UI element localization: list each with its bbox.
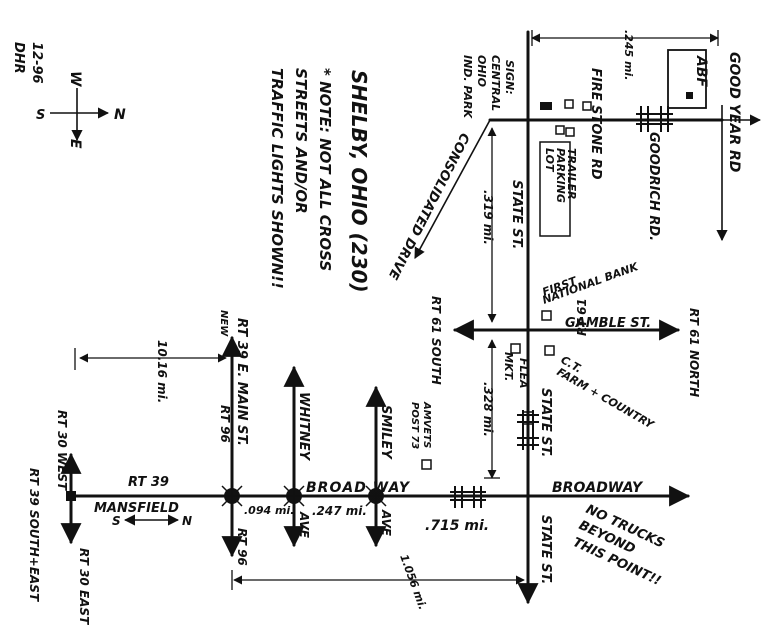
trailer-line-3: LOT [543, 148, 556, 173]
label-state-st-north: STATE ST. [509, 180, 524, 249]
sign-marker [540, 102, 552, 110]
consolidated-drive-road [414, 119, 491, 259]
label-smiley: SMILEY [378, 405, 393, 460]
compass-s: S [36, 108, 45, 123]
traffic-light-main [220, 484, 244, 508]
distance-328: .328 mi. [481, 382, 495, 437]
compass: N W E S [36, 71, 126, 149]
label-new: NEW [218, 310, 229, 337]
distance-labels: .245 mi. .319 mi. .328 mi. 10.16 mi. .09… [155, 30, 635, 612]
distance-094: .094 mi. [244, 504, 294, 517]
rt30-junction-marker [66, 491, 76, 501]
label-mansfield-n: N [182, 514, 192, 528]
abf-label: ABF [693, 55, 709, 88]
landmark-shapes [421, 49, 707, 470]
abf-square [686, 92, 693, 99]
railroad-crossing-broadway [450, 486, 486, 508]
label-rt96-upper: RT 96 [218, 405, 232, 443]
abf-box [667, 49, 707, 109]
distance-715: .715 mi. [425, 518, 489, 534]
distance-1056: 1.056 mi. [397, 553, 429, 612]
label-mansfield: MANSFIELD [94, 501, 179, 516]
note-line-1: * NOTE: NOT ALL CROSS [316, 68, 334, 271]
label-rt30-west: RT 30 WEST [55, 410, 69, 491]
distance-245: .245 mi. [622, 30, 635, 80]
trailer-line-2: PARKING [554, 148, 567, 203]
bank-bldg [541, 310, 552, 321]
label-goodrich-rd: GOODRICH RD. [646, 132, 661, 241]
sign-line-1: SIGN: [503, 60, 516, 95]
label-broadway: BROADWAY [552, 480, 644, 496]
label-rt39-main-st: RT 39 E. MAIN ST. [234, 318, 249, 446]
landmark-labels: SIGN: CENTRAL OHIO IND. PARK ABF TRAILER… [409, 55, 709, 589]
label-rt61-north: RT 61 NORTH [687, 308, 701, 397]
label-broad-way: BROAD WAY [306, 480, 411, 496]
sign-line-3: OHIO [475, 55, 488, 87]
note-line-3: TRAFFIC LIGHTS SHOWN!! [268, 68, 286, 289]
label-rt61-gamble: RT 61 [575, 298, 589, 336]
author-date: 12-96 [29, 42, 44, 84]
amvets-line-2: POST 73 [409, 402, 420, 449]
trailer-parking-box [539, 141, 571, 237]
traffic-lights [66, 484, 388, 508]
measurements [74, 30, 719, 590]
distance-1016: 10.16 mi. [155, 340, 169, 403]
distance-247: .247 mi. [312, 504, 367, 518]
traffic-light-whitney [282, 484, 306, 508]
traffic-light-smiley [364, 484, 388, 508]
label-consolidated-drive: CONSOLIDATED DRIVE [385, 130, 472, 281]
label-gamble-st: GAMBLE ST. [565, 316, 651, 331]
label-rt30-east: RT 30 EAST [77, 548, 91, 625]
distance-319: .319 mi. [481, 190, 495, 245]
label-good-year-rd: GOOD YEAR RD [726, 52, 742, 172]
compass-e: E [67, 139, 83, 149]
flea-line-1: FLEA [517, 358, 530, 389]
bldg-1 [564, 99, 574, 109]
label-rt39: RT 39 [128, 475, 169, 490]
railroad-crossings [450, 106, 673, 508]
author-initials: DHR [11, 42, 26, 74]
bldg-3 [565, 127, 575, 137]
label-rt39-south-east: RT 39 SOUTH+EAST [27, 468, 41, 602]
label-whitney: WHITNEY [296, 392, 311, 462]
map-title: SHELBY, OHIO (230) [347, 70, 371, 293]
sign-line-4: IND. PARK [461, 55, 474, 119]
label-state-st-middle: STATE ST. [538, 388, 553, 457]
roads [60, 30, 762, 605]
amvets-bldg [421, 459, 432, 470]
state-st-bldg [522, 411, 534, 425]
label-rt96-lower: RT 96 [235, 528, 249, 566]
note: * NOTE: NOT ALL CROSS STREETS AND/OR TRA… [268, 68, 334, 289]
compass-n: N [114, 107, 126, 123]
label-fire-stone-rd: FIRE STONE RD [588, 68, 603, 180]
flea-line-2: MKT. [502, 352, 515, 381]
amvets-line-1: AMVETS [421, 401, 432, 448]
trailer-line-1: TRAILER [565, 148, 578, 200]
railroad-crossing-goodyear [636, 106, 673, 132]
label-mansfield-s: S [112, 514, 121, 528]
bldg-2 [555, 125, 565, 135]
farm-bldg [544, 345, 555, 356]
sign-line-2: CENTRAL [489, 55, 502, 111]
bldg-4 [582, 101, 592, 111]
author: 12-96 DHR [11, 42, 44, 84]
label-smiley-ave: AVE [379, 509, 393, 537]
compass-w: W [67, 71, 83, 87]
label-rt61-south: RT 61 SOUTH [429, 296, 443, 385]
flea-bldg [510, 343, 521, 354]
note-line-2: STREETS AND/OR [292, 68, 310, 214]
label-whitney-ave: AVE [297, 511, 311, 539]
label-state-st-south: STATE ST. [538, 515, 553, 584]
farm-line-2: FARM + COUNTRY [555, 365, 657, 431]
